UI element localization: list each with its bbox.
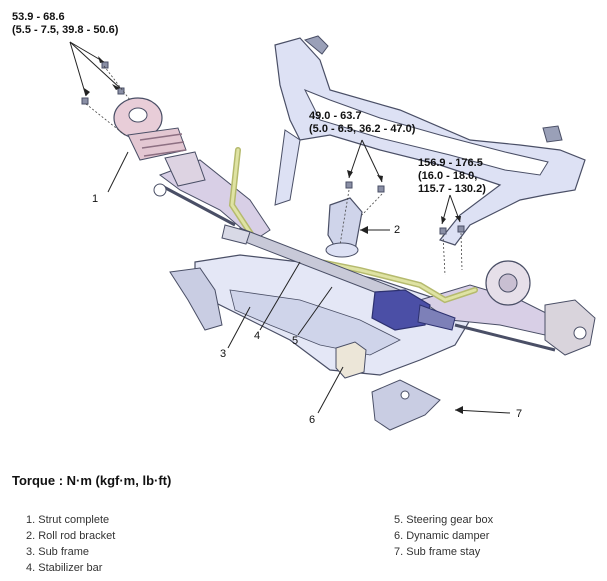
tie-rod-left [159,183,236,227]
roll-rod-bushing [325,242,359,258]
tie-rod-right [454,323,556,352]
hub-right-center [498,273,518,293]
torque-spec-strut: 53.9 - 68.6 (5.5 - 7.5, 39.8 - 50.6) [12,11,118,37]
legend-item: 7. Sub frame stay [394,546,481,558]
knuckle-bolt [573,326,587,340]
bracket-top-left [303,35,329,55]
callout-4: 4 [254,330,261,342]
sub-frame-left-post [274,129,301,206]
torque-spec-sub-frame-kgf: (16.0 - 18.0, [418,170,478,182]
sub-frame-stay-right [371,379,441,431]
sub-frame-stay-left [169,267,223,331]
torque-units-heading: Torque : N·m (kgf·m, lb·ft) [12,473,172,488]
steering-boot-right [417,304,456,331]
strut-top-mount-center [128,107,148,123]
sub-frame-bolts [439,225,465,235]
leader-dotted [85,65,463,276]
front-suspension-exploded-diagram [69,35,596,431]
stay-bolt-right [400,390,410,400]
legend-item: 3. Sub frame [26,546,89,558]
dynamic-damper [335,341,367,379]
strut-body [164,151,206,187]
torque-spec-strut-kgf-lbft: (5.5 - 7.5, 39.8 - 50.6) [12,24,119,36]
callout-5: 5 [292,335,299,347]
torque-spec-sub-frame: 156.9 - 176.5 (16.0 - 18.0, 115.7 - 130.… [418,157,486,196]
steering-gear-box [371,289,431,331]
sub-frame-lower-panel [229,289,401,356]
callout-6: 6 [309,414,316,426]
legend-right-column: 5. Steering gear box 6. Dynamic damper 7… [394,512,493,560]
sub-frame-inner-opening [303,89,549,176]
legend-left-column: 1. Strut complete 2. Roll rod bracket 3.… [26,512,115,576]
legend-item: 1. Strut complete [26,514,110,526]
callout-1: 1 [92,193,99,205]
torque-spec-strut-nm: 53.9 - 68.6 [12,11,65,23]
callout-3: 3 [220,348,227,360]
steering-boot-left [221,224,251,245]
torque-spec-roll-rod-kgf-lbft: (5.0 - 6.5, 36.2 - 47.0) [309,123,416,135]
arrow-heads [84,56,463,414]
legend-item: 5. Steering gear box [394,514,494,526]
strut-lower-bolt [153,183,167,197]
legend-item: 2. Roll rod bracket [26,530,116,542]
strut-mount-bolts [81,61,125,105]
legend-item: 6. Dynamic damper [394,530,490,542]
legend-item: 4. Stabilizer bar [26,562,103,574]
torque-spec-sub-frame-nm: 156.9 - 176.5 [418,157,483,169]
bracket-top-right [542,125,563,143]
roll-rod-bolts [345,181,385,193]
strut-spring-coil [139,133,187,157]
torque-spec-roll-rod-nm: 49.0 - 63.7 [309,110,362,122]
torque-spec-sub-frame-lbft: 115.7 - 130.2) [418,183,486,195]
callout-2: 2 [394,224,401,236]
callout-7: 7 [516,408,523,420]
knuckle-right [544,299,596,356]
torque-spec-roll-rod: 49.0 - 63.7 (5.0 - 6.5, 36.2 - 47.0) [309,110,415,136]
